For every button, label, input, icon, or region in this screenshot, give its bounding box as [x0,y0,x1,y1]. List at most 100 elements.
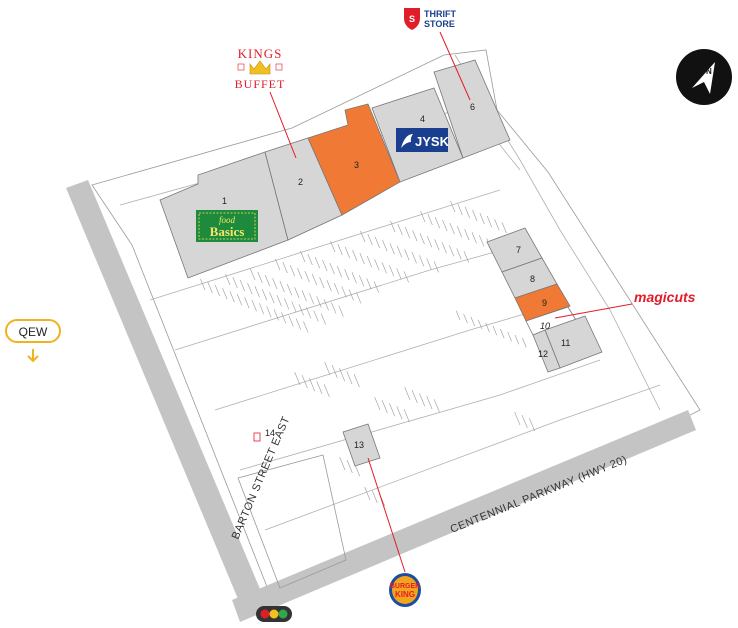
parking-stall-line [404,226,410,239]
unit-14-marker [253,432,261,442]
compass-label: N [706,67,712,76]
parking-stall-line [291,301,297,313]
thrift-store-pointer [439,31,471,101]
parking-stall-line [353,374,360,388]
parking-stall-line [323,299,329,311]
parking-stall-line [373,281,379,293]
parking-stall-line [507,331,512,342]
burger-king-line2: KING [395,590,415,599]
magicuts-pointer [554,303,633,319]
food-basics-line2: Basics [210,224,245,239]
unit-10-label: 10 [540,321,550,331]
kings-text: KINGS [238,46,283,61]
parking-stall-line [478,319,483,330]
parking-stall-line [412,229,418,242]
parking-stall-line [225,273,231,286]
crown-icon [249,60,271,75]
parking-stall-line [471,232,477,244]
kings-buffet-pointer [269,91,297,159]
parking-stall-line [426,396,433,410]
parking-stall-line [251,300,257,312]
parking-stall-line [284,298,290,310]
parking-stall-line [264,274,270,287]
parking-stall-line [419,393,425,407]
magicuts-logo: magicuts [634,289,696,305]
centennial-parkway-road [232,410,696,622]
parking-stall-line [229,291,235,303]
traffic-light-icon [256,606,292,622]
parking-stall-line [341,286,347,298]
unit-6-label: 6 [470,102,475,112]
parking-stall-line [366,278,372,290]
parking-stall-line [397,223,403,236]
parking-stall-line [275,258,281,271]
parking-stall-line [382,239,388,252]
parking-rows [200,200,535,507]
parking-stall-line [289,264,295,277]
parking-stall-line [427,213,433,226]
burger-king-logo: BURGER KING [389,573,421,607]
parking-stall-line [272,277,278,290]
parking-stall-line [522,338,527,348]
parking-stall-line [419,255,425,267]
unit-1-label: 1 [222,196,227,206]
parking-stall-line [269,292,275,304]
parking-stall-line [464,229,470,241]
parking-stall-line [404,387,411,401]
parking-stall-line [279,281,285,293]
parking-stall-line [306,307,312,319]
parking-stall-line [309,378,315,392]
parking-stall-line [472,209,478,222]
parking-stall-line [449,245,455,257]
parking-stall-line [266,306,272,318]
burger-king-pointer [367,457,406,573]
parking-stall-line [479,235,485,247]
barton-street-road [66,180,268,618]
kings-buffet-logo: KINGS BUFFET [235,46,286,91]
parking-stall-line [346,371,353,385]
parking-stall-line [381,262,387,274]
parking-stall-line [300,250,306,263]
parking-stall-line [514,412,521,426]
parking-stall-line [366,256,373,268]
parking-stall-line [364,487,371,501]
parking-stall-line [501,222,507,234]
food-basics-line1: food [219,215,236,225]
parking-stall-line [494,219,500,231]
parking-stall-line [441,242,447,254]
parking-stall-line [396,268,402,280]
parking-stall-line [323,384,330,398]
parking-stall-line [304,271,310,283]
unit-3-label: 3 [354,160,359,170]
unit-4-label: 4 [420,114,425,124]
unit-12-building [532,329,561,373]
parking-stall-line [356,292,362,304]
parking-stall-line [313,310,319,322]
parking-stall-line [348,289,354,301]
parking-stall-line [200,278,206,291]
parking-stall-line [456,248,462,260]
parking-stall-line [360,230,366,243]
parking-stall-line [329,263,335,275]
parking-stall-line [374,259,380,271]
parking-stall-line [314,256,320,269]
parking-stall-line [307,253,313,266]
qew-badge: QEW [5,319,61,363]
parking-stall-line [470,316,475,327]
parking-stall-line [311,274,318,286]
parking-stall-line [331,365,338,379]
parking-stall-line [236,294,243,306]
parking-stall-line [247,282,253,295]
parking-stall-line [298,304,304,316]
parking-stall-line [324,362,331,376]
parking-stall-line [331,302,337,314]
parking-stall-line [297,267,303,280]
jysk-bird-icon [401,134,413,148]
parking-stall-line [288,315,294,327]
food-basics-logo: food Basics [196,210,258,242]
buffet-text: BUFFET [235,77,286,91]
parking-stall-line [403,271,409,283]
parking-stall-line [319,277,325,289]
parking-stall-line [463,313,468,324]
